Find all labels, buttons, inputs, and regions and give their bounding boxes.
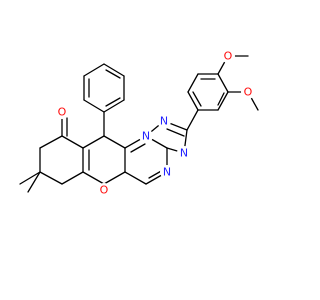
nitrogen-4-label: N — [180, 147, 188, 160]
oxygen-ketone-label: O — [58, 106, 67, 119]
nitrogen-2-label: N — [163, 166, 171, 179]
nitrogen-1-label: N — [142, 130, 150, 143]
nitrogen-3-label: N — [160, 115, 168, 128]
atom-labels: O O N N N N O O — [58, 50, 253, 197]
bond-lines — [19, 55, 259, 193]
atom-label-masks — [55, 49, 255, 197]
oxygen-pyran-label: O — [100, 184, 109, 197]
molecule-structure-diagram: O O N N N N O O — [19, 49, 259, 197]
oxygen-methoxy-top-label: O — [224, 50, 233, 63]
oxygen-methoxy-right-label: O — [244, 86, 253, 99]
